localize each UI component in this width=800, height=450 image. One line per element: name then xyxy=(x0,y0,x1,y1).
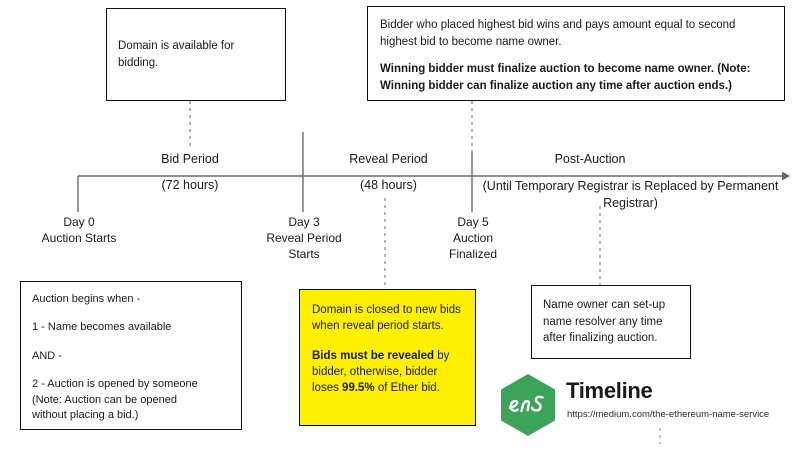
callout-auction-begins-item1: 1 - Name becomes available xyxy=(32,321,172,334)
callout-auction-begins-item2-note: (Note: Auction can be opened xyxy=(32,393,177,406)
period-label-post-auction: Post-Auction xyxy=(554,152,626,166)
callout-reveal-rules: Domain is closed to new bids when reveal… xyxy=(299,289,476,426)
tick-label-day5-line2: Auction xyxy=(452,230,494,245)
tick-label-day0: Day 0 Auction Starts xyxy=(18,215,140,247)
callout-bidder-rules-para1: Bidder who placed highest bid wins and p… xyxy=(380,19,736,48)
tick-label-day5-line3: Finalized xyxy=(448,246,498,261)
branding-url[interactable]: https://medium.com/the-ethereum-name-ser… xyxy=(567,409,770,420)
period-label-bid: Bid Period xyxy=(161,152,219,166)
tick-label-day0-day: Day 0 xyxy=(63,215,95,229)
callout-auction-begins-and: AND - xyxy=(32,349,62,362)
ens-logo-icon xyxy=(501,374,555,436)
branding-title: Timeline xyxy=(566,378,653,403)
callout-auction-begins-item2-note2: without placing a bid.) xyxy=(32,408,139,421)
callout-reveal-rules-para1: Domain is closed to new bids when reveal… xyxy=(312,304,461,333)
callout-reveal-rules-mid: by bidder, otherwise, bidder loses xyxy=(312,349,450,395)
callout-domain-available-text: Domain is available for bidding. xyxy=(118,39,235,69)
callout-auction-begins-heading: Auction begins when - xyxy=(32,293,141,305)
tick-label-day5-day: Day 5 xyxy=(457,215,489,229)
period-duration-bid: (72 hours) xyxy=(161,178,219,192)
branding-block: Timeline https://medium.com/the-ethereum… xyxy=(497,373,787,437)
callout-resolver: Name owner can set-up name resolver any … xyxy=(531,285,691,359)
callout-auction-begins-item2: 2 - Auction is opened by someone xyxy=(32,378,198,391)
callout-reveal-rules-bold2: 99.5% xyxy=(342,382,375,395)
tick-label-day3-line2: Reveal Period xyxy=(266,230,342,245)
tick-label-day0-line2: Auction Starts xyxy=(41,230,117,245)
tick-label-day3-line3: Starts xyxy=(288,246,320,261)
callout-bidder-rules-para2: Winning bidder must finalize auction to … xyxy=(380,63,751,93)
callout-resolver-text: Name owner can set-up name resolver any … xyxy=(543,298,666,345)
timeline-arrowhead xyxy=(782,171,790,181)
callout-reveal-rules-end: of Ether bid. xyxy=(374,382,440,395)
callout-domain-available: Domain is available for bidding. xyxy=(106,8,286,101)
tick-label-day3: Day 3 Reveal Period Starts xyxy=(243,215,365,262)
period-duration-reveal: (48 hours) xyxy=(360,178,417,192)
callout-reveal-rules-bold1: Bids must be revealed xyxy=(312,349,435,362)
period-label-reveal: Reveal Period xyxy=(349,152,428,166)
callout-bidder-rules: Bidder who placed highest bid wins and p… xyxy=(367,6,785,101)
tick-label-day3-day: Day 3 xyxy=(288,215,320,229)
period-duration-post-auction: (Until Temporary Registrar is Replaced b… xyxy=(482,179,779,210)
callout-auction-begins: Auction begins when - 1 - Name becomes a… xyxy=(20,281,242,430)
callout-reveal-rules-para2: Bids must be revealed by bidder, otherwi… xyxy=(312,348,463,397)
tick-label-day5: Day 5 Auction Finalized xyxy=(412,215,534,262)
